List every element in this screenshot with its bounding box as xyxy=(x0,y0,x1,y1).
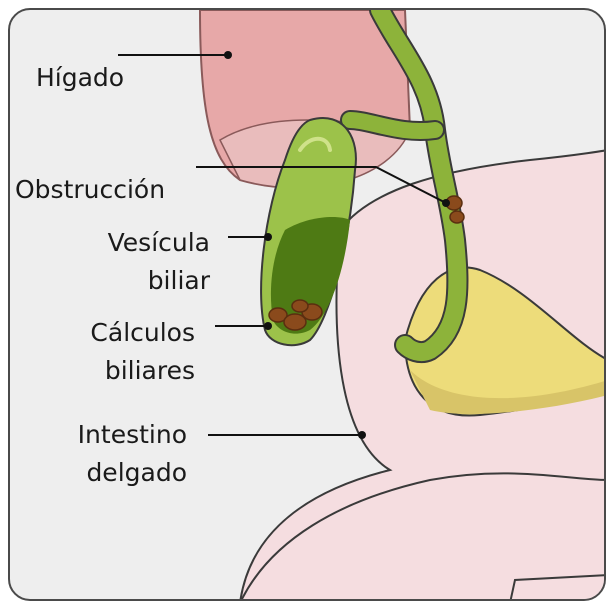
label-intestine-line2: delgado xyxy=(40,458,187,488)
anatomy-illustration xyxy=(10,10,606,601)
label-gallstones-line1: Cálculos xyxy=(50,318,195,348)
label-gallbladder-line1: Vesícula xyxy=(70,228,210,258)
label-gallstones-line2: biliares xyxy=(50,356,195,386)
label-liver: Hígado xyxy=(36,63,124,93)
diagram-frame xyxy=(8,8,606,601)
label-intestine-line1: Intestino xyxy=(40,420,187,450)
label-gallbladder-line2: biliar xyxy=(70,266,210,296)
label-obstruction: Obstrucción xyxy=(15,175,165,205)
